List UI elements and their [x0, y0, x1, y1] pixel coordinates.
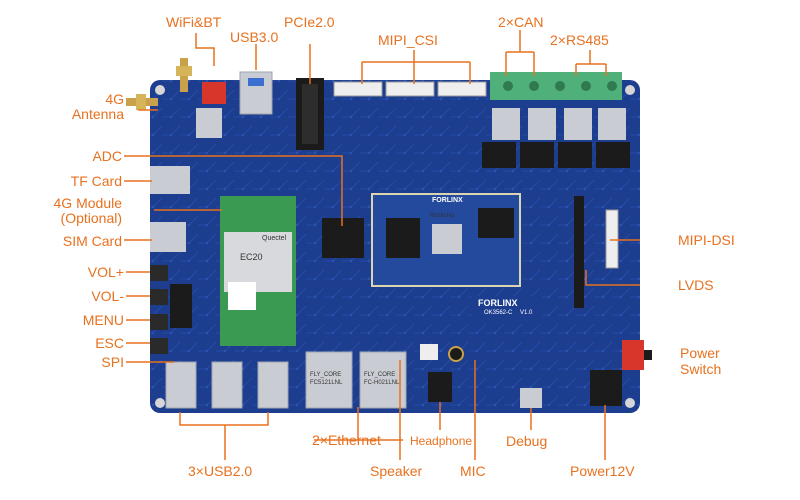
label-speaker: Speaker	[370, 463, 423, 479]
carrier-brand-text: FORLINX	[478, 298, 518, 308]
buttons	[150, 265, 168, 354]
label-sim-card: SIM Card	[62, 233, 122, 249]
label-ethernet: 2×Ethernet	[312, 432, 381, 448]
wifi-antenna-connector	[176, 58, 192, 92]
mic-element	[448, 346, 464, 362]
label-power12v: Power12V	[570, 463, 635, 479]
mipi-dsi-connector	[574, 196, 584, 308]
label-vol-minus: VOL-	[91, 288, 124, 304]
mipi-csi-connector-3	[437, 81, 487, 97]
antenna-4g-connector	[126, 94, 158, 110]
can-rs485-transceivers	[482, 108, 630, 168]
ethernet-jack-left	[305, 351, 353, 409]
label-4g-module-line2: (Optional)	[60, 210, 122, 226]
label-can: 2×CAN	[498, 14, 544, 30]
soc-brand-text: Rockchip	[430, 213, 455, 219]
label-4g-module-line1: 4G Module	[53, 195, 122, 211]
label-wifi-bt: WiFi&BT	[166, 14, 222, 30]
modem-brand-text: Quectel	[262, 235, 287, 242]
usb20-ports	[165, 361, 289, 409]
carrier-logo-area	[472, 296, 542, 320]
terminal-block	[490, 72, 622, 100]
lvds-connector	[605, 209, 619, 269]
eth-left-brand-text: FLY_CORE	[310, 372, 342, 378]
label-debug: Debug	[506, 433, 548, 449]
ethernet-jack-right	[359, 351, 407, 409]
label-mipi-csi: MIPI_CSI	[378, 32, 438, 48]
label-mipi-dsi: MIPI-DSI	[678, 232, 735, 248]
label-pcie: PCIe2.0	[284, 14, 335, 30]
som-module	[371, 193, 521, 287]
adc-header	[322, 218, 364, 258]
power-jack	[590, 370, 622, 406]
label-antenna-4g-line1: 4G	[105, 91, 124, 107]
som-brand-text: FORLINX	[432, 197, 463, 204]
sim-card-slot	[150, 222, 186, 252]
wifi-module	[196, 108, 222, 138]
eth-right-model-text: FC-H021LNL	[364, 380, 400, 386]
tf-card-slot	[150, 166, 190, 194]
speaker-connector	[420, 344, 438, 360]
label-menu: MENU	[82, 312, 124, 328]
label-lvds: LVDS	[678, 277, 714, 293]
spi-header	[170, 284, 192, 328]
mipi-csi-connector-1	[333, 81, 383, 97]
leader-lines	[124, 30, 640, 460]
module-4g	[220, 196, 296, 346]
label-esc: ESC	[95, 335, 124, 351]
label-vol-plus: VOL+	[87, 264, 124, 280]
label-power-switch-line1: Power	[680, 345, 720, 361]
label-headphone: Headphone	[410, 434, 473, 448]
label-power-switch-line2: Switch	[680, 361, 722, 377]
dip-switch	[202, 82, 226, 104]
label-adc: ADC	[92, 148, 122, 164]
model-text: OK3562-C	[484, 310, 513, 316]
mipi-csi-connector-2	[385, 81, 435, 97]
label-antenna-4g-line2: Antenna	[71, 106, 124, 122]
modem-model-text: EC20	[240, 252, 263, 262]
headphone-jack	[428, 372, 452, 402]
label-mic: MIC	[460, 463, 486, 479]
label-spi: SPI	[101, 354, 124, 370]
label-usb30: USB3.0	[230, 29, 279, 45]
power-switch	[622, 340, 644, 370]
label-usb20: 3×USB2.0	[188, 463, 253, 479]
debug-port	[520, 388, 542, 408]
label-tf-card: TF Card	[70, 173, 122, 189]
version-text: V1.0	[520, 310, 533, 316]
label-rs485: 2×RS485	[550, 32, 609, 48]
eth-right-brand-text: FLY_CORE	[364, 372, 396, 378]
eth-left-model-text: FC5121LNL	[310, 380, 343, 386]
